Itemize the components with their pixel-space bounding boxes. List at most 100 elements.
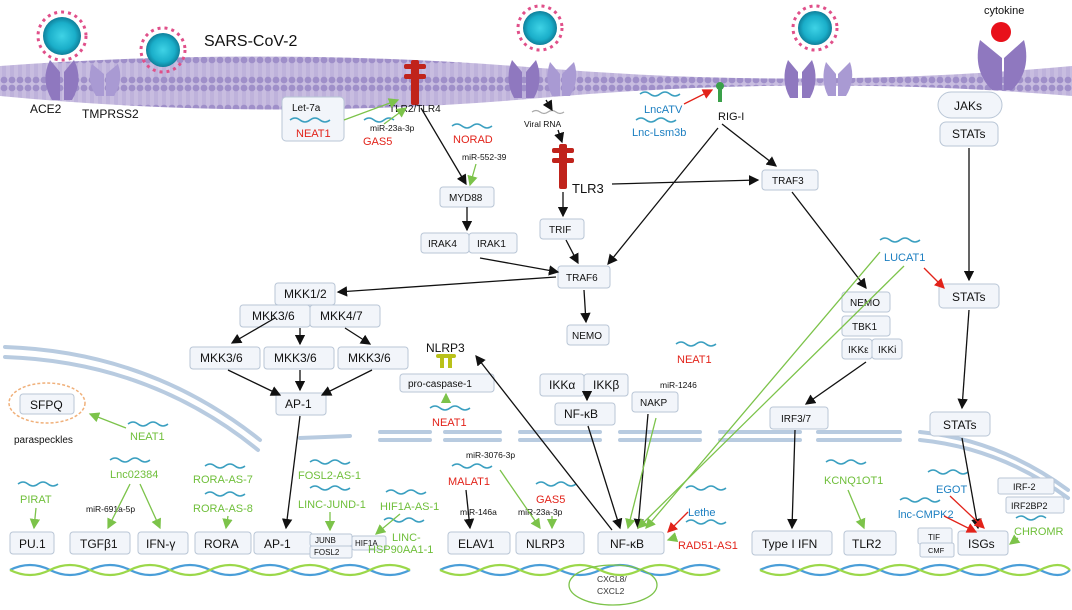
irak1-box [468, 232, 518, 254]
rora-as7-label: RORA-AS-7 [193, 474, 253, 486]
rna-icon [429, 405, 471, 411]
ikka-label: IKKα [549, 378, 575, 392]
hif1a-label: HIF1A [355, 539, 378, 548]
ace2-receptor-icon [45, 60, 79, 100]
mir-691a-label: miR-691a-5p [86, 504, 135, 514]
rna-icon [685, 485, 727, 491]
mkk36-label: MKK3/6 [348, 351, 391, 365]
mkk36-box [189, 346, 261, 370]
tgfb1-label: TGFβ1 [80, 537, 118, 551]
rna-icon [109, 457, 151, 463]
stats-label: STATs [943, 418, 977, 432]
elav1-box [447, 531, 511, 555]
rna-icon [289, 117, 331, 123]
tmprss2-receptor-icon [89, 64, 121, 96]
cmf-label: CMF [928, 546, 945, 555]
virus-icon [36, 10, 88, 62]
mir-1246-label: miR-1246 [660, 380, 697, 390]
junb-label: JUNB [315, 536, 336, 545]
chromr-label: CHROMR [1014, 526, 1064, 538]
traf3-label: TRAF3 [772, 176, 804, 187]
nlrp3-box [515, 531, 585, 555]
nlrp3-label: NLRP3 [526, 537, 565, 551]
tlr2-label: TLR2 [852, 537, 882, 551]
stats-label: STATs [952, 290, 986, 304]
irf2bp2-label: IRF2BP2 [1011, 501, 1048, 511]
cytokine-receptor-icon [977, 22, 1027, 90]
rna-icon [385, 489, 427, 495]
virus-icon [516, 4, 564, 52]
myd88-label: MYD88 [449, 193, 483, 204]
stats-box [929, 411, 991, 437]
rna-icon [635, 117, 677, 123]
rad51-as1-label: RAD51-AS1 [678, 540, 738, 552]
mkk47-box [309, 304, 381, 328]
neat1-label: NEAT1 [130, 431, 165, 443]
isgs-label: ISGs [968, 537, 995, 551]
gas5-label: GAS5 [363, 136, 392, 148]
nakp-label: NAKP [640, 398, 668, 409]
rora-as8-label: RORA-AS-8 [193, 503, 253, 515]
rna-icon [675, 341, 717, 347]
mkk36-box [263, 346, 335, 370]
pirat-label: PIRAT [20, 494, 52, 506]
tlr-receptor-icon [404, 60, 426, 105]
neat1-label: NEAT1 [677, 354, 712, 366]
elav1-label: ELAV1 [458, 537, 495, 551]
lethe-label: Lethe [688, 507, 716, 519]
hif1a-box [351, 535, 387, 551]
sfpq-label: SFPQ [30, 398, 63, 412]
cytokine-icon [991, 22, 1011, 42]
receptor-pair-icon [784, 60, 853, 98]
linc-jund1-label: LINC-JUND-1 [298, 499, 366, 511]
pro-caspase-box [399, 373, 495, 393]
cxcl2-label: CXCL2 [597, 586, 625, 596]
sfpq-box [19, 393, 75, 415]
nemo-label: NEMO [572, 331, 602, 342]
rna-icon [535, 481, 577, 487]
irf37-label: IRF3/7 [781, 414, 811, 425]
tbk1-label: TBK1 [852, 322, 877, 333]
nfkb-label: NF-κB [610, 537, 644, 551]
rna-icon [927, 469, 969, 475]
tbk1-box [841, 315, 891, 337]
paraspeckles-label: paraspeckles [14, 435, 73, 446]
pathway-arrows [227, 99, 982, 531]
rna-icon [899, 497, 941, 503]
mir-3076-label: miR-3076-3p [466, 450, 515, 460]
jaks-label: JAKs [954, 99, 982, 113]
irf2-label: IRF-2 [1013, 482, 1036, 492]
rna-icon [309, 485, 351, 491]
type1-ifn-label: Type I IFN [762, 537, 817, 551]
receptor-pair-icon [508, 60, 577, 98]
rora-box [194, 531, 252, 555]
rna-icon [204, 491, 246, 497]
tif-label: TIF [928, 533, 940, 542]
cxcl-shape [568, 564, 658, 606]
irf37-box [769, 406, 829, 430]
cmf-box [919, 542, 955, 558]
mkk36-label: MKK3/6 [274, 351, 317, 365]
rora-label: RORA [204, 537, 239, 551]
ikki-box [871, 338, 903, 360]
rna-icon [383, 517, 425, 523]
trif-label: TRIF [549, 225, 571, 236]
rna-icon [451, 123, 493, 129]
nfkb-box [597, 531, 665, 555]
lucat1-label: LUCAT1 [884, 252, 925, 264]
norad-label: NORAD [453, 134, 493, 146]
linc-hsp-label: HSP90AA1-1 [368, 544, 433, 556]
irf2bp2-box [1005, 496, 1065, 514]
linc-hsp-label: LINC- [392, 532, 421, 544]
ikke-label: IKKε [848, 345, 869, 356]
rna-icon [825, 459, 867, 465]
nlrp3-icon [436, 354, 456, 368]
ikkb-label: IKKβ [593, 378, 619, 392]
ikkb-box [583, 373, 629, 397]
rna-icon [451, 463, 493, 469]
rna-icon [363, 117, 395, 123]
pu1-box [9, 531, 55, 555]
rna-icon [685, 519, 727, 525]
rna-icon [1015, 515, 1047, 521]
